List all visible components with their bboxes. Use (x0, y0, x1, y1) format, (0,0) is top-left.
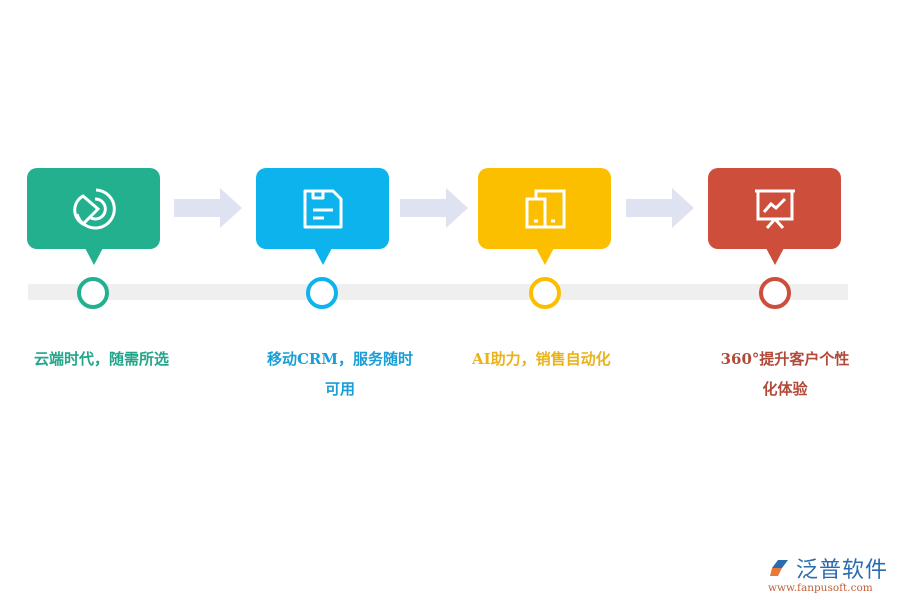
pie-chart-icon (72, 188, 116, 229)
step-3-box (478, 168, 611, 265)
presentation-chart-icon (754, 189, 795, 229)
step-1-label-text: 云端时代，随需所选 (34, 350, 170, 368)
step-2-label-line1: 移动CRM，服务随时 (266, 350, 413, 368)
timeline-track (28, 284, 848, 300)
step-4-label-line1: 360°提升客户个性 (720, 350, 850, 368)
step-2-label-line2: 可用 (324, 380, 355, 398)
step-4-marker (759, 277, 791, 309)
step-1-marker (77, 277, 109, 309)
step-3-marker (529, 277, 561, 309)
logo-name: 泛普软件 (796, 558, 889, 583)
arrow-icon (626, 188, 694, 228)
logo-mark-icon (770, 560, 788, 576)
step-4-label-line2: 化体验 (762, 380, 808, 398)
step-4-label: 360°提升客户个性 化体验 (706, 344, 864, 404)
step-3-label: AI助力，销售自动化 (472, 344, 632, 374)
step-1-box (27, 168, 160, 265)
arrow-icon (174, 188, 242, 228)
step-4-box (708, 168, 841, 265)
step-3-label-text: AI助力，销售自动化 (472, 350, 611, 368)
devices-icon (525, 189, 565, 228)
logo-url: www.fanpusoft.com (768, 582, 873, 594)
step-2-label: 移动CRM，服务随时 可用 (262, 344, 418, 404)
step-1-label: 云端时代，随需所选 (34, 344, 194, 374)
step-2-marker (306, 277, 338, 309)
step-2-box (256, 168, 389, 265)
arrow-icon (400, 188, 468, 228)
floppy-disk-icon (303, 189, 342, 228)
brand-logo: 泛普软件 www.fanpusoft.com (768, 552, 893, 594)
